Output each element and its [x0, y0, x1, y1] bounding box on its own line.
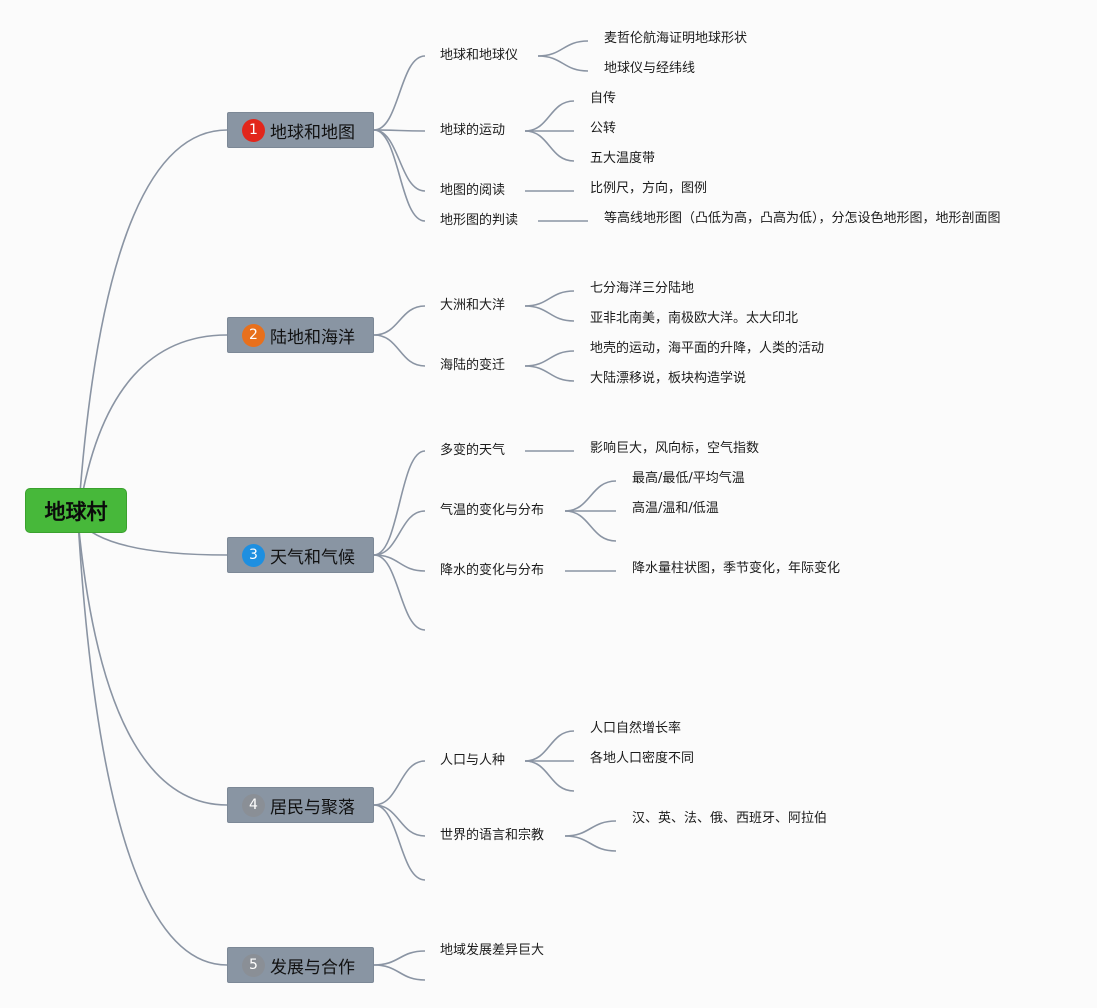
branch-to-leaf-line [524, 100, 575, 132]
branch-label[interactable]: 地球和地球仪 [440, 48, 519, 63]
branch-label[interactable]: 气温的变化与分布 [440, 503, 545, 518]
root-to-topic-line [77, 129, 228, 521]
branch-to-leaf-line [524, 305, 575, 322]
leaf-label[interactable]: 七分海洋三分陆地 [590, 281, 695, 296]
root-node[interactable]: 地球村 [25, 488, 127, 533]
leaf-label[interactable]: 降水量柱状图，季节变化，年际变化 [632, 561, 841, 576]
topic-number-badge: 2 [242, 323, 265, 347]
root-to-topic-line [77, 334, 228, 521]
leaf-label[interactable]: 最高/最低/平均气温 [632, 471, 745, 486]
branch-to-leaf-line [524, 365, 575, 382]
leaf-label[interactable]: 人口自然增长率 [590, 721, 682, 736]
branch-to-leaf-line [537, 55, 589, 72]
topic-to-branch-line [373, 450, 426, 556]
branch-to-leaf-line [564, 480, 617, 512]
topic-to-branch-line [373, 554, 426, 572]
topic-to-branch-line [373, 964, 426, 981]
branch-to-leaf-line [524, 290, 575, 307]
leaf-label[interactable]: 地壳的运动，海平面的升降，人类的活动 [590, 341, 825, 356]
leaf-label[interactable]: 等高线地形图（凸低为高，凸高为低），分怎设色地形图，地形剖面图 [604, 211, 1001, 226]
topic-to-branch-line [373, 305, 426, 336]
topic-to-branch-line [373, 760, 426, 806]
leaf-label[interactable]: 五大温度带 [590, 151, 656, 166]
topic-number-badge: 4 [242, 793, 265, 817]
topic-to-branch-line [373, 510, 426, 556]
leaf-label[interactable]: 公转 [590, 121, 617, 136]
topic-number-badge: 3 [242, 543, 265, 567]
topic-to-branch-line [373, 129, 426, 222]
branch-label[interactable]: 人口与人种 [440, 753, 506, 768]
branch-label[interactable]: 世界的语言和宗教 [440, 828, 545, 843]
branch-to-leaf-line [524, 730, 575, 762]
topic-label: 天气和气候 [270, 547, 355, 568]
topic-label: 发展与合作 [270, 957, 355, 978]
branch-label[interactable]: 多变的天气 [440, 443, 506, 458]
branch-to-leaf-line [524, 130, 575, 162]
root-to-topic-line [77, 519, 228, 966]
topic-to-branch-line [373, 950, 426, 966]
branch-to-leaf-line [537, 40, 589, 57]
branch-to-leaf-line [524, 350, 575, 367]
leaf-label[interactable]: 亚非北南美，南极欧大洋。太大印北 [590, 311, 799, 326]
root-to-topic-line [77, 519, 228, 806]
leaf-label[interactable]: 大陆漂移说，板块构造学说 [590, 371, 747, 386]
topic-to-branch-line [373, 554, 426, 631]
topic-label: 地球和地图 [270, 122, 355, 143]
topic-to-branch-line [373, 129, 426, 132]
branch-label[interactable]: 大洲和大洋 [440, 298, 506, 313]
branch-label[interactable]: 地形图的判读 [440, 213, 519, 228]
topic-label: 居民与聚落 [270, 797, 355, 818]
topic-number-badge: 1 [242, 118, 265, 142]
branch-label[interactable]: 地图的阅读 [440, 183, 506, 198]
topic-number-badge: 5 [242, 953, 265, 977]
branch-to-leaf-line [564, 820, 617, 837]
leaf-label[interactable]: 高温/温和/低温 [632, 501, 719, 516]
leaf-label[interactable]: 各地人口密度不同 [590, 751, 695, 766]
topic-to-branch-line [373, 804, 426, 881]
leaf-label[interactable]: 影响巨大，风向标，空气指数 [590, 441, 760, 456]
branch-label[interactable]: 地域发展差异巨大 [440, 943, 545, 958]
branch-to-leaf-line [524, 760, 575, 792]
leaf-label[interactable]: 地球仪与经纬线 [604, 61, 696, 76]
leaf-label[interactable]: 比例尺，方向，图例 [590, 181, 708, 196]
leaf-label[interactable]: 自传 [590, 91, 617, 106]
topic-to-branch-line [373, 334, 426, 367]
topic-to-branch-line [373, 129, 426, 192]
topic-to-branch-line [373, 55, 426, 131]
branch-label[interactable]: 降水的变化与分布 [440, 563, 545, 578]
branch-label[interactable]: 海陆的变迁 [440, 358, 506, 373]
topic-to-branch-line [373, 804, 426, 837]
branch-to-leaf-line [564, 510, 617, 542]
root-label: 地球村 [44, 499, 108, 524]
branch-to-leaf-line [564, 835, 617, 852]
leaf-label[interactable]: 汉、英、法、俄、西班牙、阿拉伯 [632, 811, 828, 826]
branch-label[interactable]: 地球的运动 [440, 123, 506, 138]
topic-label: 陆地和海洋 [270, 327, 355, 348]
leaf-label[interactable]: 麦哲伦航海证明地球形状 [604, 31, 748, 46]
